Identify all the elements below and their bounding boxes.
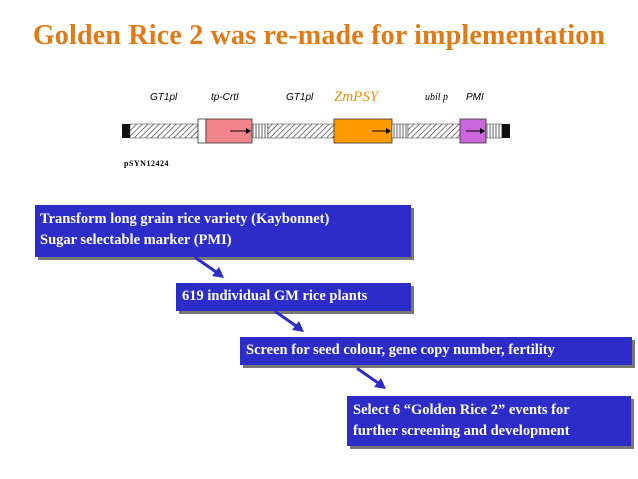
construct-label-ubil-p: ubil p bbox=[425, 92, 449, 103]
step-gm-plants-box: 619 individual GM rice plants bbox=[176, 283, 411, 311]
step-select-box: Select 6 “Golden Rice 2” events for furt… bbox=[347, 396, 631, 446]
step-transform-box: Transform long grain rice variety (Kaybo… bbox=[35, 205, 411, 257]
step-gm-plants-line-1: 619 individual GM rice plants bbox=[182, 288, 368, 304]
right-border-block bbox=[502, 124, 510, 138]
left-border-block bbox=[122, 124, 130, 138]
ubil-promoter bbox=[407, 123, 461, 139]
terminator-1 bbox=[251, 123, 269, 139]
construct-map-svg bbox=[122, 118, 510, 144]
gt1pl-promoter-1 bbox=[129, 123, 199, 139]
construct-label-tp-crti: tp-CrtI bbox=[211, 92, 239, 103]
slide-title: Golden Rice 2 was re-made for implementa… bbox=[32, 20, 606, 51]
terminator-3 bbox=[485, 123, 503, 139]
flow-arrow-3 bbox=[356, 367, 386, 389]
gene-construct-diagram: GT1pl tp-CrtI GT1pl ZmPSY ubil p PMI bbox=[0, 0, 638, 200]
step-select-line-1: Select 6 “Golden Rice 2” events for bbox=[353, 402, 570, 418]
flow-arrow-1 bbox=[194, 256, 224, 278]
step-screen-box: Screen for seed colour, gene copy number… bbox=[240, 337, 632, 365]
construct-label-zmpsy: ZmPSY bbox=[334, 89, 379, 105]
construct-label-pmi: PMI bbox=[466, 92, 484, 103]
construct-name-label: pSYN12424 bbox=[124, 159, 169, 168]
gt1pl-promoter-2 bbox=[267, 123, 335, 139]
construct-label-gt1pl-2: GT1pl bbox=[286, 92, 314, 103]
step-screen-line-1: Screen for seed colour, gene copy number… bbox=[246, 342, 555, 358]
step-select-line-2: further screening and development bbox=[353, 423, 570, 439]
step-transform-line-2: Sugar selectable marker (PMI) bbox=[40, 232, 232, 248]
terminator-2 bbox=[391, 123, 409, 139]
transit-peptide-block bbox=[197, 118, 207, 144]
step-transform-line-1: Transform long grain rice variety (Kaybo… bbox=[40, 211, 330, 227]
flow-arrow-2 bbox=[274, 310, 304, 332]
construct-label-gt1pl-1: GT1pl bbox=[150, 92, 178, 103]
